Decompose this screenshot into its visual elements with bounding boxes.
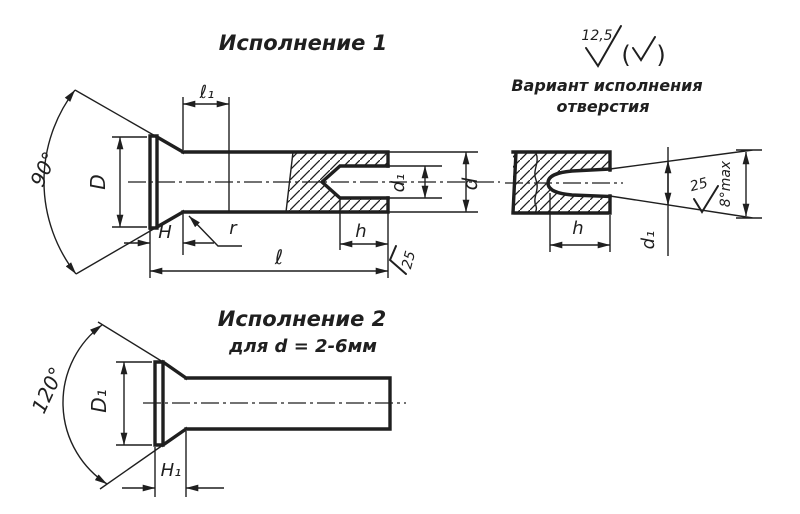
hole-variant-caption-line2: отверстия	[557, 97, 650, 116]
roughness-check-icon-large	[585, 25, 622, 68]
view2-subtitle: для d = 2-6мм	[228, 336, 377, 357]
hole-variant-caption-line1: Вариант исполнения	[511, 76, 702, 95]
dim-label-d: d	[458, 177, 482, 190]
dim-label-h: h	[355, 221, 366, 242]
hole-variant-hatch	[513, 152, 610, 213]
view1-section-hatch	[286, 152, 388, 212]
dim-label-angle-120: 120°	[27, 363, 69, 417]
roughness-value-view1: 25	[399, 249, 419, 270]
view2-group: Исполнение 2 для d = 2-6мм 120° D₁ H₁	[27, 307, 406, 497]
dim-label-l: ℓ	[274, 245, 283, 269]
dim-label-variant-h: h	[572, 218, 583, 239]
dim-label-variant-d1: d₁	[638, 231, 659, 250]
hole-variant-break-line	[534, 152, 538, 214]
dim-arc-90deg	[43, 89, 77, 275]
hole-variant-group: 12,5 ( ) Вариант исполнения отверстия 25…	[505, 25, 762, 256]
roughness-paren-open: (	[621, 41, 630, 69]
view2-extension-lines	[97, 321, 187, 497]
dim-label-l1: ℓ₁	[199, 82, 215, 103]
dim-label-r: r	[229, 218, 238, 239]
roughness-value-taper: 25	[688, 175, 709, 195]
view1-hole-outline	[319, 164, 390, 200]
view1-title: Исполнение 1	[219, 31, 387, 55]
roughness-header-value: 12,5	[581, 28, 612, 44]
dim-label-taper-angle: 8°max	[718, 160, 734, 207]
view1-group: Исполнение 1 25 ℓ₁ D 90° H r ℓ h d₁	[25, 31, 500, 278]
view2-title: Исполнение 2	[218, 307, 386, 331]
dim-label-D1: D₁	[87, 389, 111, 412]
dim-label-D: D	[86, 174, 110, 189]
dim-label-H: H	[158, 222, 172, 243]
dim-label-H1: H₁	[161, 460, 182, 481]
leader-line-r	[188, 215, 242, 247]
roughness-check-icon-view1	[388, 245, 407, 275]
roughness-check-icon-small	[632, 36, 656, 62]
hole-variant-taper-lines	[549, 147, 762, 256]
dim-arc-120deg	[62, 324, 108, 485]
dim-label-d1: d₁	[388, 174, 409, 193]
dim-label-angle-90: 90°	[25, 148, 62, 190]
roughness-paren-close: )	[656, 41, 665, 69]
roughness-check-icon-taper	[693, 185, 719, 214]
